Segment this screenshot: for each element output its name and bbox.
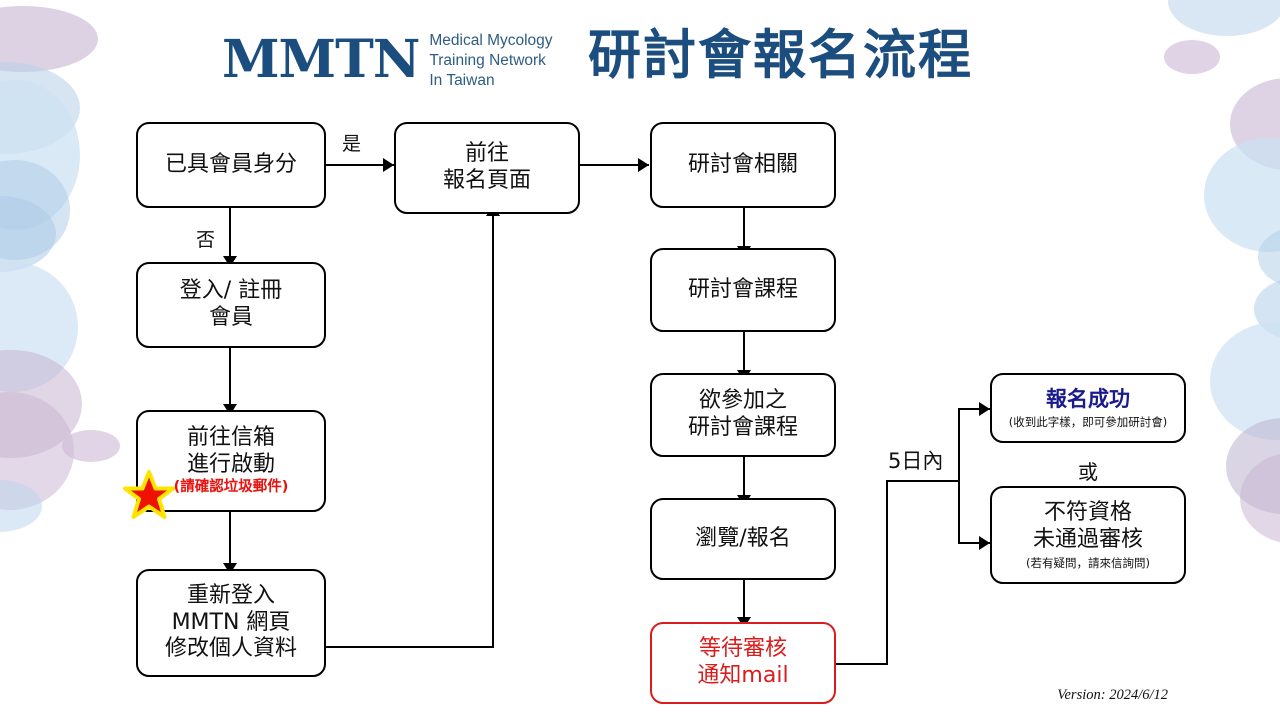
node-activate-email-line1: 前往信箱 <box>186 424 275 450</box>
connector-n6-n7 <box>743 207 746 249</box>
logo-tagline-line2: Training Network <box>429 52 546 70</box>
node-seminar-info[interactable]: 研討會相關 <box>650 122 836 208</box>
node-relogin-profile-line1: 重新登入 <box>186 582 275 608</box>
decor-blob <box>0 350 82 458</box>
logo-wordmark: MMTN <box>222 28 420 90</box>
node-registration-rejected-line1: 不符資格 <box>1043 500 1132 526</box>
decor-blob <box>0 62 80 154</box>
connector-branch-to-success <box>958 408 990 411</box>
node-seminar-info-line1: 研討會相關 <box>687 151 798 177</box>
decor-blob <box>0 6 98 72</box>
node-activate-email-note: (請確認垃圾郵件) <box>173 479 289 496</box>
decor-blob <box>1164 40 1220 74</box>
node-desired-course-line1: 欲參加之 <box>698 388 787 414</box>
node-registration-rejected-note: (若有疑問，請來信詢問) <box>1026 555 1150 570</box>
connector-n3-n4 <box>229 512 232 566</box>
logo-tagline-line3: In Taiwan <box>429 72 495 90</box>
node-browse-register[interactable]: 瀏覽/報名 <box>650 498 836 580</box>
connector-n4-loop-h <box>326 646 494 649</box>
page-title: 研討會報名流程 <box>588 25 973 86</box>
decor-blob <box>0 262 78 392</box>
node-login-register-line1: 登入/ 註冊 <box>179 278 283 304</box>
decor-blob <box>0 80 80 230</box>
node-relogin-profile-line3: 修改個人資料 <box>164 636 297 662</box>
decor-blob <box>0 392 74 510</box>
decor-blob <box>1226 418 1280 514</box>
node-activate-email-line2: 進行啟動 <box>186 451 275 477</box>
connector-n8-n9 <box>743 456 746 498</box>
connector-branch-to-reject <box>958 542 990 545</box>
decor-blob <box>0 480 42 532</box>
node-await-review-mail-line2: 通知mail <box>697 663 789 688</box>
node-seminar-courses-line1: 研討會課程 <box>687 276 798 302</box>
node-desired-course-line2: 研討會課程 <box>687 415 798 440</box>
node-registration-success[interactable]: 報名成功 (收到此字樣，即可參加研討會) <box>990 373 1186 443</box>
node-goto-registration-page-line1: 前往 <box>464 141 509 167</box>
connector-n10-branch-h <box>836 663 888 666</box>
connector-n1-n5 <box>326 164 394 167</box>
edge-label-no: 否 <box>196 229 216 251</box>
node-login-register[interactable]: 登入/ 註冊 會員 <box>136 262 326 348</box>
node-await-review-mail[interactable]: 等待審核 通知mail <box>650 622 836 704</box>
arrowhead-reject <box>979 536 990 550</box>
decor-blob <box>1168 0 1280 36</box>
connector-n4-loop-v <box>492 214 495 648</box>
edge-label-yes: 是 <box>342 133 362 155</box>
decor-blob <box>1258 226 1280 288</box>
mmtn-logo: MMTN Medical Mycology Training Network I… <box>222 28 553 91</box>
arrowhead-n2-n3 <box>223 404 237 415</box>
node-seminar-courses[interactable]: 研討會課程 <box>650 248 836 332</box>
red-star-icon <box>123 470 175 519</box>
connector-n2-n3 <box>229 347 232 407</box>
decor-blob <box>1240 452 1280 544</box>
decor-blob <box>0 196 56 272</box>
label-or: 或 <box>1078 460 1098 484</box>
node-registration-success-note: (收到此字樣，即可參加研討會) <box>1008 414 1168 429</box>
node-relogin-profile-line2: MMTN 網頁 <box>171 609 291 635</box>
node-registration-rejected-line2: 未通過審核 <box>1032 526 1143 552</box>
node-relogin-profile[interactable]: 重新登入 MMTN 網頁 修改個人資料 <box>136 569 326 677</box>
connector-branch-top-h <box>886 480 960 483</box>
node-activate-email[interactable]: 前往信箱 進行啟動 (請確認垃圾郵件) <box>136 410 326 512</box>
edge-label-within-5-days: 5日內 <box>888 449 944 473</box>
arrowhead-n1-n2 <box>223 256 237 267</box>
node-goto-registration-page[interactable]: 前往 報名頁面 <box>394 122 580 214</box>
connector-n7-n8 <box>743 331 746 373</box>
logo-tagline-line1: Medical Mycology <box>429 32 553 49</box>
connector-n5-n6 <box>580 164 649 167</box>
node-desired-course[interactable]: 欲參加之 研討會課程 <box>650 373 836 457</box>
decor-blob <box>1210 322 1280 440</box>
arrowhead-n5-n6 <box>638 158 649 172</box>
node-browse-register-line1: 瀏覽/報名 <box>695 525 791 551</box>
node-goto-registration-page-line2: 報名頁面 <box>442 168 531 193</box>
version-label: Version: 2024/6/12 <box>1057 687 1168 703</box>
arrowhead-success <box>979 402 990 416</box>
node-registration-success-title: 報名成功 <box>1046 387 1130 412</box>
decor-blob <box>1230 78 1280 170</box>
decor-blob <box>0 160 70 260</box>
connector-n1-n2 <box>229 207 232 259</box>
connector-n9-n10 <box>743 580 746 620</box>
arrowhead-n1-n5 <box>383 158 394 172</box>
logo-tagline: Medical Mycology Training Network In Tai… <box>429 28 552 91</box>
node-login-register-line2: 會員 <box>208 305 253 330</box>
decor-blob <box>1254 278 1280 340</box>
decor-blob <box>1204 138 1280 252</box>
decor-blob <box>62 430 120 462</box>
connector-branch-split <box>958 408 961 544</box>
node-await-review-mail-line1: 等待審核 <box>698 636 787 662</box>
node-member-status-line1: 已具會員身分 <box>164 151 297 177</box>
node-member-status[interactable]: 已具會員身分 <box>136 122 326 208</box>
arrowhead-n3-n4 <box>223 563 237 574</box>
node-registration-rejected[interactable]: 不符資格 未通過審核 (若有疑問，請來信詢問) <box>990 486 1186 584</box>
connector-branch-riser <box>886 480 889 665</box>
